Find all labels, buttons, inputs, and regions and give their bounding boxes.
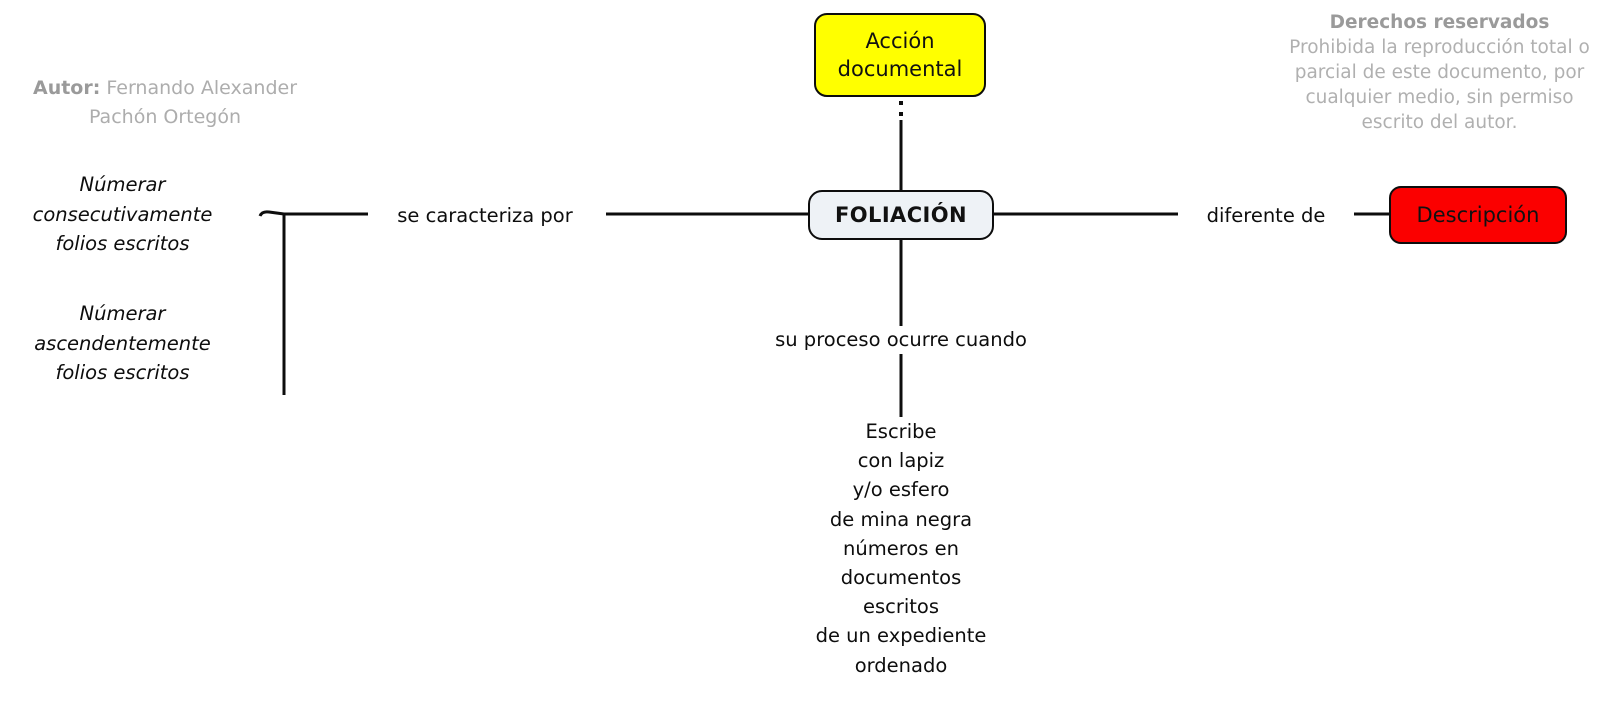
node-descripcion-label: Descripción: [1416, 203, 1540, 227]
node-accion-documental-label: Acción documental: [837, 29, 963, 81]
node-foliacion-label: FOLIACIÓN: [835, 203, 967, 227]
author-block: Autor: Fernando Alexander Pachón Ortegón: [0, 74, 330, 132]
label-numerar-consecutivamente: Númerar consecutivamente folios escritos: [32, 173, 213, 255]
label-escribe-block: Escribe con lapiz y/o esfero de mina neg…: [746, 417, 1056, 680]
link-label-su-proceso-ocurre-cuando: su proceso ocurre cuando: [735, 326, 1067, 354]
rights-body: Prohibida la reproducción total o parcia…: [1289, 37, 1590, 133]
rights-title: Derechos reservados: [1329, 12, 1550, 33]
author-name-line1: Fernando Alexander: [106, 77, 298, 99]
node-foliacion[interactable]: FOLIACIÓN: [808, 190, 994, 240]
link-label-se-caracteriza-por: se caracteriza por: [368, 203, 602, 229]
author-name-line2: Pachón Ortegón: [88, 106, 242, 128]
label-numerar-ascendentemente: Númerar ascendentemente folios escritos: [34, 302, 211, 384]
connector-left-hook: [258, 210, 285, 217]
author-label: Autor:: [32, 77, 101, 99]
node-accion-documental[interactable]: Acción documental: [814, 13, 986, 97]
rights-notice: Derechos reservados Prohibida la reprodu…: [1287, 10, 1592, 135]
node-descripcion[interactable]: Descripción: [1389, 186, 1567, 244]
link-label-diferente-de: diferente de: [1178, 203, 1354, 229]
